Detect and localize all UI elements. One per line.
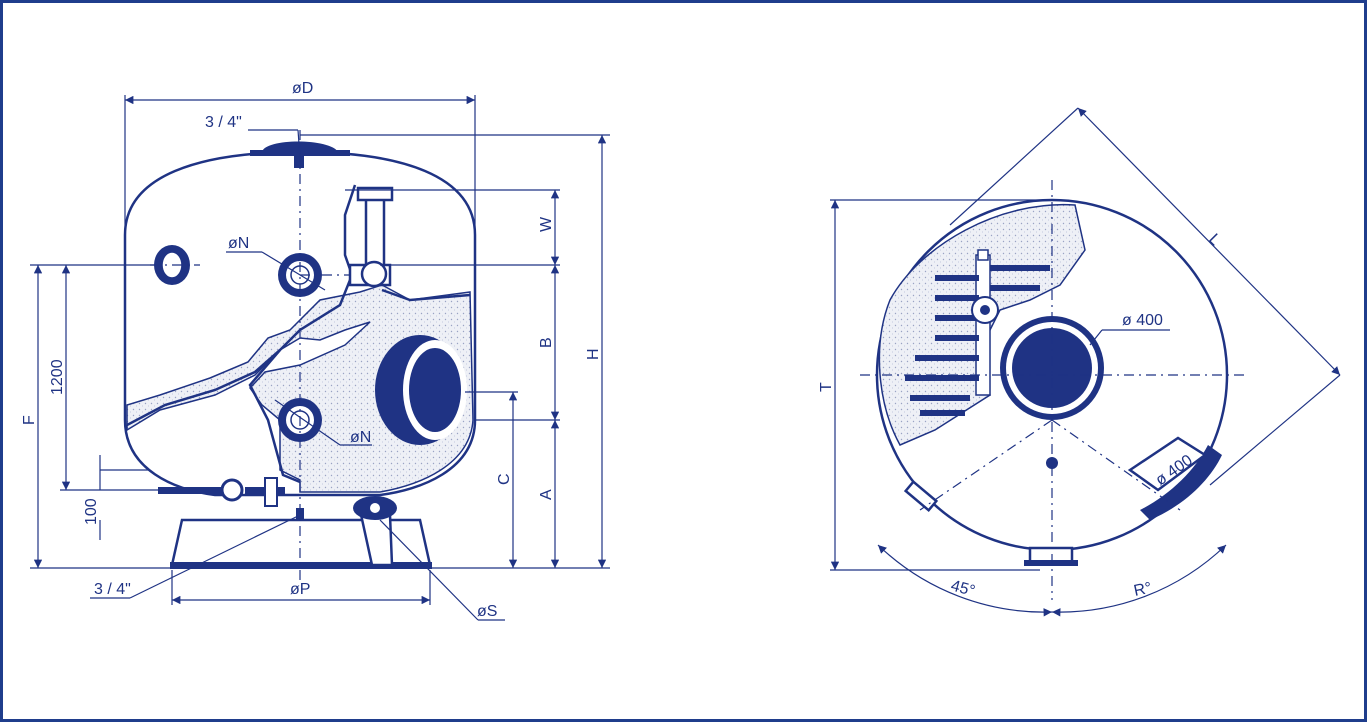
dim-inlet-height: C <box>496 473 513 485</box>
dim-diameter: øD <box>292 80 313 97</box>
dim-drain-height: 100 <box>83 498 100 525</box>
dim-depth: T <box>818 382 835 392</box>
label-side-outlet: øS <box>477 603 497 620</box>
top-valve <box>294 156 304 168</box>
dim-base-diameter: øP <box>290 581 310 598</box>
center-nozzle <box>1046 457 1058 469</box>
label-top-valve: 3 / 4" <box>205 114 242 131</box>
top-view: T L ø 400 ø 400 45° R° <box>818 107 1341 617</box>
dim-sight-height: 1200 <box>49 359 66 395</box>
label-bottom-drain: 3 / 4" <box>94 581 131 598</box>
label-radius: R° <box>1132 580 1153 600</box>
bottom-nozzle <box>1028 546 1074 564</box>
collector-pipe <box>364 196 386 268</box>
dim-height: H <box>585 348 602 360</box>
laterals <box>158 477 285 507</box>
label-port-lower: øN <box>350 429 371 446</box>
dim-outlet-height: F <box>21 415 38 425</box>
label-port-upper: øN <box>228 235 249 252</box>
dim-middle: B <box>538 337 555 348</box>
dim-lower: A <box>538 489 555 500</box>
label-manhole-top: ø 400 <box>1122 312 1163 329</box>
label-angle: 45° <box>949 577 977 600</box>
dim-top: W <box>538 216 555 232</box>
side-manhole <box>375 335 467 445</box>
side-view: øD øP W B A H C F 1200 100 <box>21 80 610 621</box>
rim-manhole <box>1127 436 1222 520</box>
left-nozzle <box>903 480 939 512</box>
top-laterals <box>905 249 1050 416</box>
